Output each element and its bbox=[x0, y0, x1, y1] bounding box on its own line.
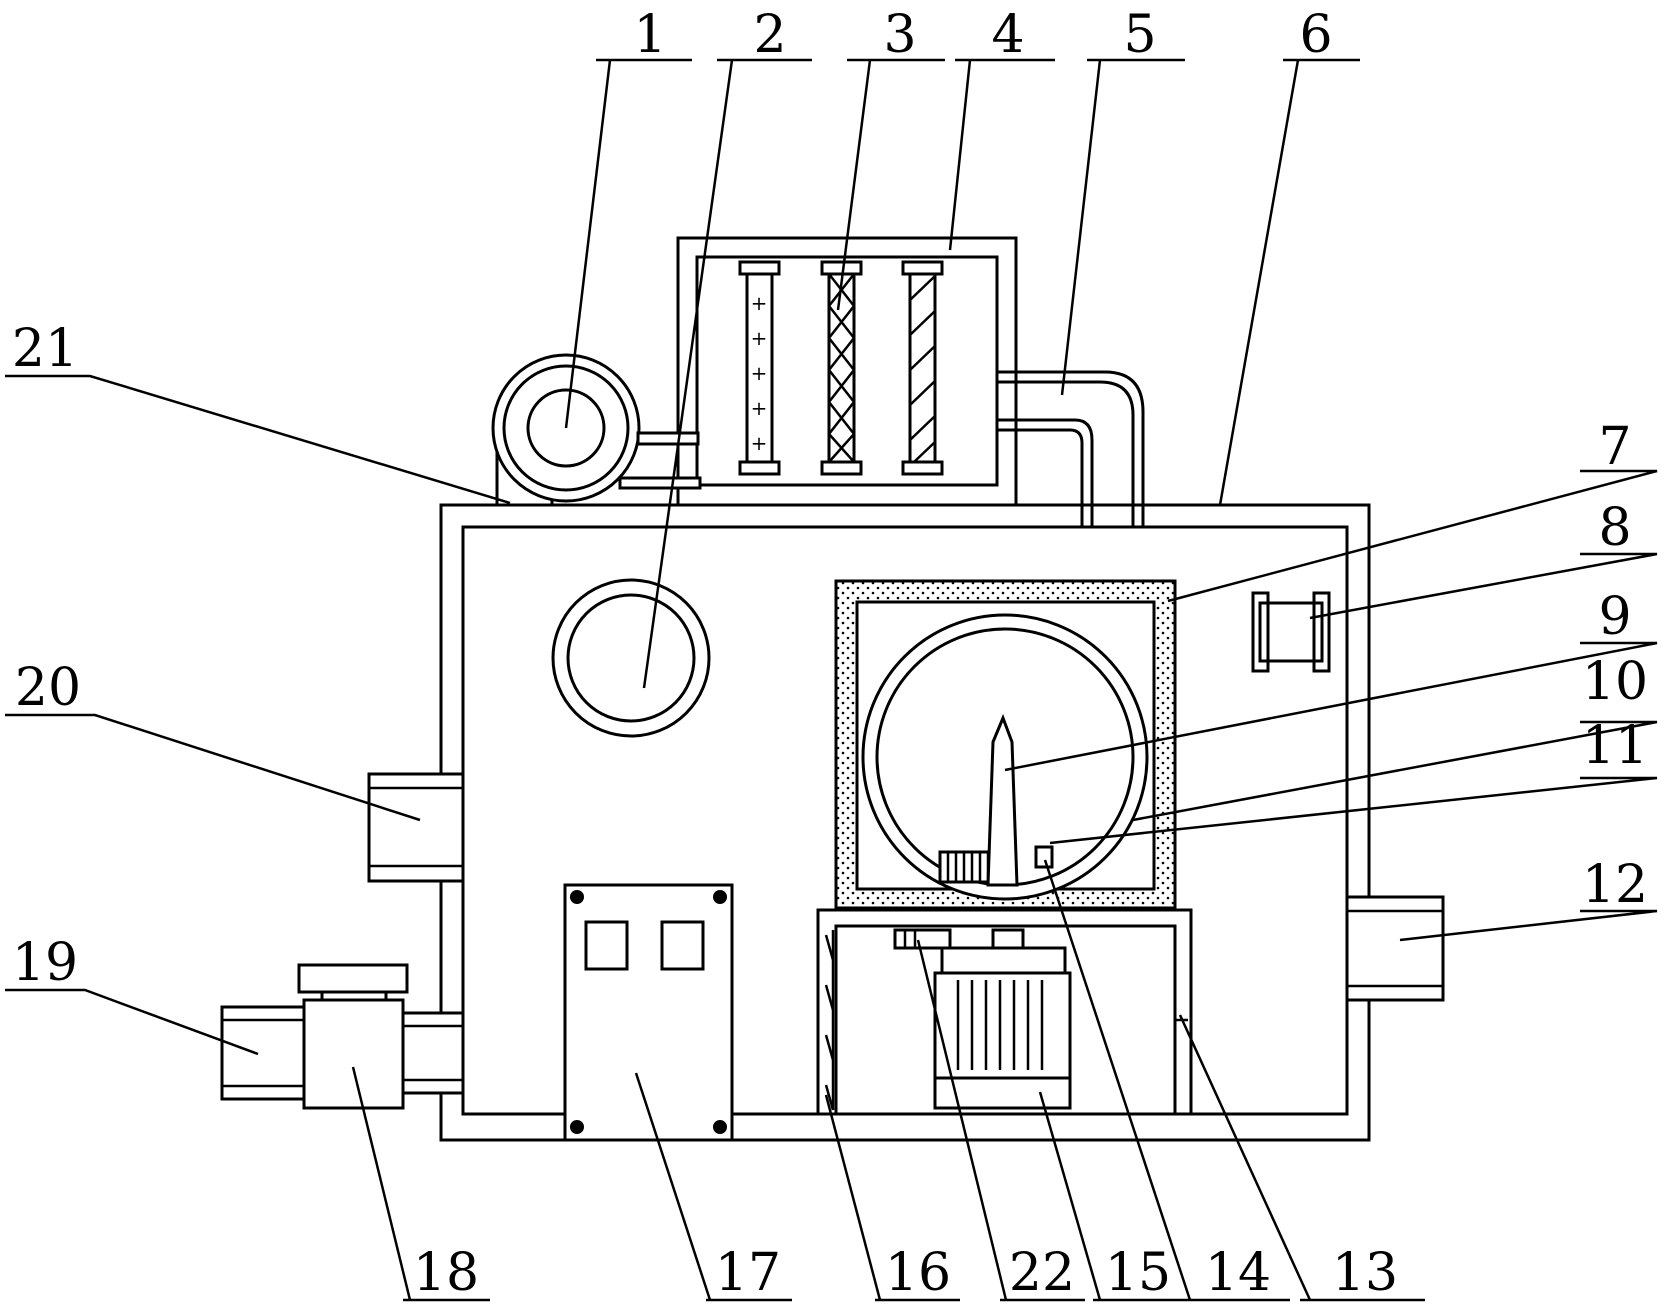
drive-block bbox=[1034, 845, 1054, 869]
label-16: 16 bbox=[885, 1243, 951, 1303]
svg-text:+: + bbox=[751, 396, 768, 420]
label-8: 8 bbox=[1598, 498, 1631, 558]
drain-pipe bbox=[220, 1005, 465, 1101]
motor bbox=[933, 928, 1072, 1110]
filter-plate-hatch bbox=[901, 260, 944, 476]
label-21: 21 bbox=[12, 319, 78, 379]
svg-text:+: + bbox=[751, 326, 768, 350]
label-7: 7 bbox=[1598, 417, 1631, 477]
label-18: 18 bbox=[413, 1243, 479, 1303]
label-12: 12 bbox=[1582, 855, 1648, 915]
outlet-port bbox=[1345, 895, 1445, 1002]
label-10: 10 bbox=[1582, 652, 1648, 712]
label-17: 17 bbox=[715, 1243, 781, 1303]
label-9: 9 bbox=[1598, 587, 1631, 647]
sensor bbox=[1251, 591, 1331, 673]
part-labels: 1 2 3 4 5 6 7 8 9 10 11 12 13 14 15 16 1… bbox=[12, 5, 1648, 1303]
label-1: 1 bbox=[633, 5, 666, 65]
svg-text:+: + bbox=[751, 431, 768, 455]
label-6: 6 bbox=[1299, 5, 1332, 65]
inlet-port bbox=[367, 772, 465, 883]
valve bbox=[297, 963, 409, 1110]
outlet-pipe bbox=[997, 370, 1145, 527]
label-15: 15 bbox=[1105, 1243, 1171, 1303]
filter-plate-mesh bbox=[820, 260, 863, 476]
label-2: 2 bbox=[753, 5, 786, 65]
spindle-tool bbox=[986, 713, 1019, 887]
label-11: 11 bbox=[1582, 716, 1648, 776]
observation-window bbox=[551, 578, 711, 738]
leader-lines bbox=[5, 58, 1658, 1302]
filter-plate-plus: + + + + + bbox=[738, 260, 781, 476]
filter-box bbox=[676, 236, 1018, 507]
label-14: 14 bbox=[1205, 1243, 1271, 1303]
svg-text:+: + bbox=[751, 291, 768, 315]
side-panel bbox=[824, 934, 835, 1111]
label-22: 22 bbox=[1009, 1243, 1075, 1303]
control-panel bbox=[563, 883, 734, 1142]
label-4: 4 bbox=[991, 5, 1024, 65]
limit-switch bbox=[893, 928, 952, 950]
label-20: 20 bbox=[15, 658, 81, 718]
fan-blower bbox=[491, 353, 702, 507]
svg-text:+: + bbox=[751, 361, 768, 385]
label-3: 3 bbox=[883, 5, 916, 65]
label-13: 13 bbox=[1332, 1243, 1398, 1303]
motor-compartment bbox=[816, 908, 1193, 1116]
label-5: 5 bbox=[1123, 5, 1156, 65]
label-19: 19 bbox=[12, 933, 78, 993]
